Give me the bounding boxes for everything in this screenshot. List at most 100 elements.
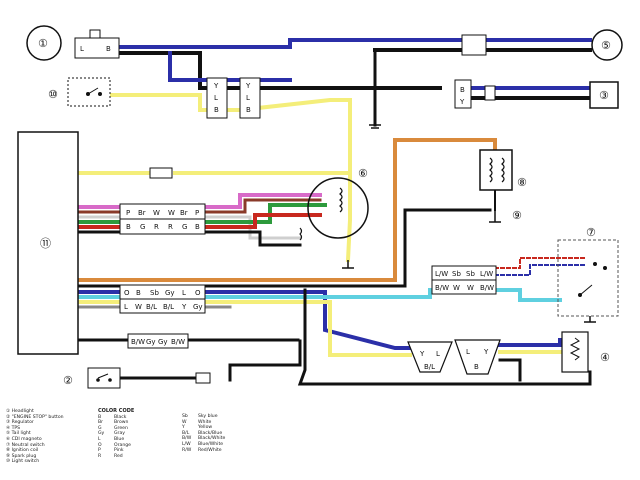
mid-b5: Gy — [193, 303, 203, 311]
cdi-b4: G — [182, 223, 187, 231]
neu-0: B/W — [131, 338, 145, 346]
wire-blue-mid-top — [168, 51, 292, 82]
legend-components: ① Headlight ② "ENGINE STOP" button ③ Reg… — [6, 409, 96, 465]
mid-t4: L — [182, 289, 186, 297]
legend-item: ④ TPS — [6, 425, 21, 431]
code-key: P — [98, 448, 101, 454]
cdi-magneto: ⑥ — [299, 167, 369, 269]
rt-b3: B/W — [480, 284, 494, 292]
label-5: ⑤ — [601, 39, 611, 52]
legend-item: ① Headlight — [6, 409, 34, 414]
spark-plug: ⑨ — [489, 209, 522, 223]
code-value: Brown — [114, 420, 129, 426]
cdi-b5: B — [195, 223, 200, 231]
code-value: Red/White — [198, 447, 222, 453]
connector-top-2: Y L B — [239, 77, 261, 119]
connector-regulator: B Y — [454, 79, 496, 109]
wire-orange — [78, 138, 497, 282]
cdi-t4: Br — [180, 209, 188, 217]
c3-top: B — [460, 86, 465, 94]
wire-black-top — [116, 51, 442, 90]
code-value: Green — [114, 425, 128, 431]
code-value: Sky blue — [198, 414, 218, 419]
cdi-t1: Br — [138, 209, 146, 217]
tl-0: Y — [419, 350, 425, 358]
wire-pink — [78, 193, 322, 209]
code-value: Blue/White — [198, 441, 224, 447]
neutral-switch: ⑦ — [557, 226, 619, 323]
mid-t5: O — [195, 289, 201, 297]
label-4: ④ — [600, 351, 610, 364]
ground-symbols — [369, 124, 381, 129]
tps: ④ — [561, 331, 610, 373]
neu-1: Gy — [146, 338, 156, 346]
wire-yellow-bundle — [78, 300, 412, 357]
wire-black-coil — [78, 208, 492, 288]
label-6: ⑥ — [358, 167, 368, 180]
connector-neutral: B/W Gy Gy B/W — [127, 333, 189, 349]
neu-2: Gy — [158, 338, 168, 346]
code-value: Red — [114, 453, 123, 459]
code-value: Blue — [114, 436, 125, 442]
tr-2: B — [474, 363, 479, 371]
connector-right: L/W Sb Sb L/W B/W W W B/W — [431, 265, 497, 295]
cdi-b0: B — [126, 223, 131, 231]
rt-t0: L/W — [435, 270, 448, 278]
mid-t2: Sb — [150, 289, 159, 297]
connector-mid: O B Sb Gy L O L W B/L B/L Y Gy — [119, 284, 206, 314]
c2-mid: L — [246, 94, 250, 102]
tr-0: L — [466, 348, 470, 356]
c2-top: Y — [245, 82, 251, 90]
cdi-t0: P — [126, 209, 130, 217]
cdi-t2: W — [153, 209, 160, 217]
legend-item: ⑦ Neutral switch — [6, 442, 45, 448]
mid-b0: L — [124, 303, 128, 311]
code-value: Black/Blue — [198, 430, 223, 436]
code-value: Yellow — [198, 425, 213, 431]
wire-yellow-main — [98, 93, 352, 263]
cdi-t5: P — [195, 209, 199, 217]
code-value: Pink — [114, 448, 124, 454]
code-value: Black — [114, 414, 127, 420]
connector-engine-stop — [195, 372, 211, 384]
label-3: ③ — [599, 89, 609, 102]
wire-black-tps — [498, 358, 522, 382]
wire-black-cdi — [78, 230, 302, 247]
light-switch: ⑩ — [48, 77, 111, 107]
code-value: Orange — [114, 442, 131, 448]
connector-tri-right: L Y B — [454, 339, 501, 375]
label-2: ② — [63, 374, 73, 387]
code-value: White — [198, 419, 212, 425]
c1-bot: B — [214, 106, 219, 114]
code-key: L — [98, 436, 101, 442]
code-key: Sb — [182, 414, 188, 419]
c3-bot: Y — [459, 98, 465, 106]
wire-neutral-switch-2 — [494, 264, 586, 276]
connector-tri-left: Y L B/L — [407, 341, 453, 373]
label-7: ⑦ — [586, 226, 596, 239]
cdi-b2: R — [154, 223, 159, 231]
tl-1: L — [436, 350, 440, 358]
legend-item: ② "ENGINE STOP" button — [6, 414, 64, 420]
mid-b1: W — [135, 303, 142, 311]
wire-neutral-dashed — [78, 338, 302, 382]
c1-top: Y — [213, 82, 219, 90]
connector-top-1: Y L B — [206, 77, 228, 119]
legend-item: ⑧ Ignition coil — [6, 448, 39, 454]
connector-cdi: P Br W W Br P B G R R G B — [119, 203, 206, 235]
code-key: B — [98, 414, 102, 420]
tr-1: Y — [483, 348, 489, 356]
cdi-b1: G — [140, 223, 145, 231]
legend-item: ⑨ Spark plug — [6, 453, 37, 459]
code-key: G — [98, 425, 102, 431]
cdi-unit: ⑪ — [17, 131, 79, 355]
wire-skyblue — [78, 288, 562, 302]
legend-item: ⑥ CDI magneto — [6, 436, 42, 442]
regulator: ③ — [589, 81, 619, 109]
label-10: ⑩ — [48, 88, 58, 101]
rt-t3: L/W — [480, 270, 493, 278]
mid-b2: B/L — [146, 303, 157, 311]
legend-item: ⑤ Tail light — [6, 431, 31, 437]
